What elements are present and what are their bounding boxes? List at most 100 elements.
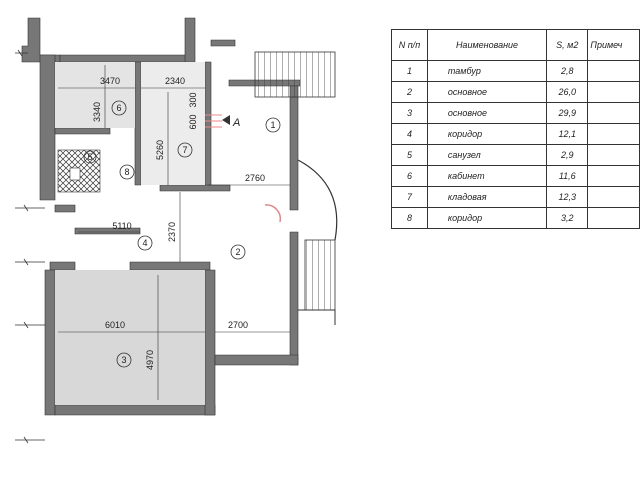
row-area: 3,2: [546, 207, 589, 229]
header-name: Наименование: [426, 29, 548, 61]
row-note: [587, 102, 640, 124]
row-name: санузел: [426, 144, 548, 166]
room-7-area: [141, 62, 205, 185]
row-note: [587, 123, 640, 145]
dim-3340: 3340: [92, 102, 102, 122]
dim-4970: 4970: [145, 350, 155, 370]
wall-room3-left: [44, 269, 56, 416]
room-label-1: 1: [270, 120, 275, 130]
row-num: 3: [391, 102, 428, 124]
staircase-right: [304, 239, 336, 311]
dim-300: 300: [188, 92, 198, 107]
row-area: 11,6: [546, 165, 589, 187]
wall-left: [39, 54, 56, 201]
row-note: [587, 144, 640, 166]
row-area: 12,3: [546, 186, 589, 208]
wall-bottom-7: [159, 184, 231, 192]
wall-partition-6-7: [134, 61, 142, 186]
dim-5110: 5110: [112, 221, 131, 231]
room-3-area: [55, 270, 205, 405]
wall-mid-left: [54, 204, 76, 213]
row-note: [587, 165, 640, 187]
room-label-2: 2: [235, 247, 240, 257]
wall-partition-6-bottom: [54, 127, 111, 135]
header-num: N п/п: [391, 29, 428, 61]
row-num: 4: [391, 123, 428, 145]
row-name: основное: [426, 102, 548, 124]
dim-2340: 2340: [165, 76, 185, 86]
row-name: коридор: [426, 207, 548, 229]
room-label-6: 6: [116, 103, 121, 113]
section-arrow-icon: [222, 115, 230, 125]
row-note: [587, 60, 640, 82]
room-label-4: 4: [142, 238, 147, 248]
row-area: 26,0: [546, 81, 589, 103]
porch-step: [298, 309, 336, 325]
row-num: 1: [391, 60, 428, 82]
wall-right-upper: [289, 85, 299, 211]
row-note: [587, 81, 640, 103]
rooms-table-container: N п/п Наименование S, м2 Примеч 1 тамбур…: [391, 29, 640, 229]
porch-curve: [297, 159, 338, 241]
wall-right-lower: [289, 231, 299, 366]
room-label-8: 8: [124, 167, 129, 177]
room-label-5: 5: [87, 152, 92, 162]
dim-6010: 6010: [105, 320, 125, 330]
room-circles: [83, 100, 281, 368]
table-row: 5 санузел 2,9: [391, 144, 640, 166]
dim-2760: 2760: [245, 173, 265, 183]
row-area: 2,9: [546, 144, 589, 166]
dim-2700: 2700: [228, 320, 248, 330]
row-area: 29,9: [546, 102, 589, 124]
table-header-row: N п/п Наименование S, м2 Примеч: [391, 29, 640, 61]
section-hatch: [205, 114, 222, 128]
wall-top-right: [210, 39, 236, 47]
row-name: коридор: [426, 123, 548, 145]
table-row: 3 основное 29,9: [391, 102, 640, 124]
wall-top-post: [184, 17, 196, 63]
row-name: тамбур: [426, 60, 548, 82]
dim-600: 600: [188, 114, 198, 129]
table-row: 7 кладовая 12,3: [391, 186, 640, 208]
wall-room3-bottom: [54, 404, 216, 416]
table-row: 1 тамбур 2,8: [391, 60, 640, 82]
table-row: 2 основное 26,0: [391, 81, 640, 103]
wall-room3-right: [204, 269, 216, 416]
wall-corridor-bottom: [129, 261, 211, 271]
door-swing: [264, 204, 282, 223]
wall-room2-bottom: [214, 354, 299, 366]
row-area: 2,8: [546, 60, 589, 82]
wall-top: [59, 54, 191, 63]
row-num: 6: [391, 165, 428, 187]
walls: [21, 17, 301, 416]
header-note: Примеч: [587, 29, 640, 61]
header-area: S, м2: [546, 29, 589, 61]
staircase-top: [254, 51, 336, 98]
rooms-table: N п/п Наименование S, м2 Примеч 1 тамбур…: [391, 29, 640, 229]
room-6-area: [55, 62, 135, 128]
room-label-3: 3: [121, 355, 126, 365]
section-marker: А: [232, 117, 240, 129]
toilet-icon: [69, 167, 81, 181]
dim-2370: 2370: [167, 222, 177, 242]
row-name: кабинет: [426, 165, 548, 187]
row-num: 8: [391, 207, 428, 229]
dim-3470: 3470: [100, 76, 120, 86]
wall-left-mid: [49, 261, 76, 271]
row-num: 7: [391, 186, 428, 208]
row-area: 12,1: [546, 123, 589, 145]
row-num: 2: [391, 81, 428, 103]
table-row: 8 коридор 3,2: [391, 207, 640, 229]
row-name: основное: [426, 81, 548, 103]
break-lines: [15, 49, 45, 444]
floor-plan: 3470 2340 3340 5260 600 300 2760 5110 23…: [15, 17, 338, 444]
row-note: [587, 207, 640, 229]
wall-partition-7-right: [204, 61, 212, 191]
wall-corridor-top: [74, 227, 141, 235]
row-num: 5: [391, 144, 428, 166]
table-row: 4 коридор 12,1: [391, 123, 640, 145]
dim-5260: 5260: [155, 140, 165, 160]
row-note: [587, 186, 640, 208]
dimension-lines: [58, 65, 290, 400]
row-name: кладовая: [426, 186, 548, 208]
